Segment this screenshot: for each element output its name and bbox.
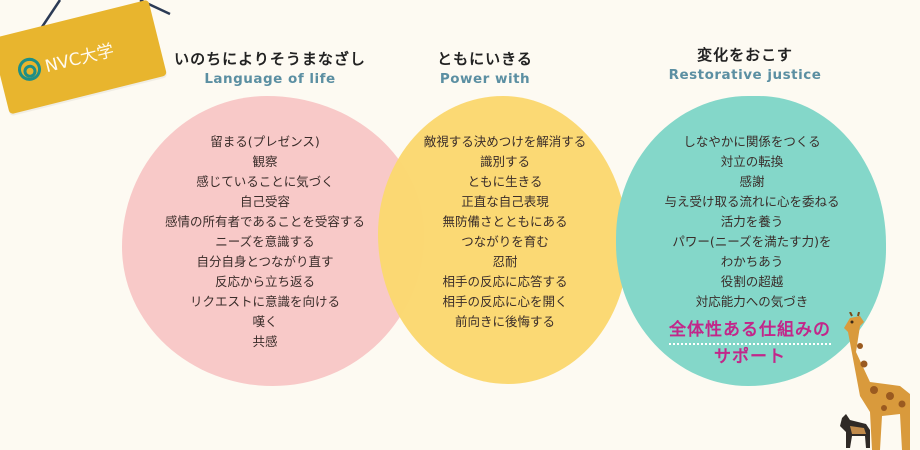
list-item: 役割の超越: [720, 274, 784, 289]
column-title: ともにいきる: [437, 50, 533, 68]
list-item: 共感: [252, 334, 278, 349]
list-item: ニーズを意識する: [215, 234, 315, 249]
logo-text: NVC大学: [43, 40, 117, 78]
list-item: パワー(ニーズを満たす力)を: [672, 234, 832, 249]
list-item: 忍耐: [492, 254, 518, 269]
column-list-3: しなやかに関係をつくる 対立の転換 感謝 与え受け取る流れに心を委ねる 活力を養…: [636, 132, 868, 312]
list-item: 観察: [252, 154, 278, 169]
list-item: 前向きに後悔する: [454, 314, 555, 329]
column-subtitle: Power with: [439, 71, 531, 87]
list-item: 与え受け取る流れに心を委ねる: [664, 194, 840, 209]
list-item: 自己受容: [239, 194, 290, 209]
list-item: 正直な自己表現: [461, 194, 549, 209]
pink-circle: [122, 96, 424, 386]
logo-sign: NVC大学: [0, 0, 168, 115]
list-item: 反応から立ち返る: [214, 274, 315, 289]
list-item: 活力を養う: [720, 214, 784, 229]
column-subtitle: Restorative justice: [668, 67, 822, 83]
list-item: しなやかに関係をつくる: [683, 134, 821, 149]
column-heading-2: ともにいきる Power with: [410, 48, 560, 87]
list-item: リクエストに意識を向ける: [189, 294, 340, 309]
column-list-2: 敵視する決めつけを解消する 識別する ともに生きる 正直な自己表現 無防備さとと…: [400, 132, 610, 332]
column-heading-3: 変化をおこす Restorative justice: [650, 44, 840, 83]
column-title: いのちによりそうまなざし: [174, 50, 366, 68]
giraffe-icon: [844, 312, 910, 450]
list-item: 識別する: [479, 154, 530, 169]
list-item: 自分自身とつながり直す: [196, 254, 334, 269]
list-item: ともに生きる: [467, 174, 543, 189]
list-item: 相手の反応に応答する: [442, 274, 568, 289]
list-item: 感情の所有者であることを受容する: [165, 214, 365, 229]
highlight-line: サポート: [714, 347, 786, 367]
list-item: つながりを育む: [461, 234, 549, 249]
teal-circle: [616, 96, 886, 386]
list-item: わかちあう: [720, 254, 784, 269]
column-list-1: 留まる(プレゼンス) 観察 感じていることに気づく 自己受容 感情の所有者である…: [130, 132, 400, 352]
list-item: 嘆く: [252, 314, 278, 329]
dog-icon: [840, 414, 870, 448]
nvc-logo-icon: [17, 57, 41, 81]
list-item: 敵視する決めつけを解消する: [423, 134, 587, 149]
column-subtitle: Language of life: [204, 71, 336, 87]
column-heading-1: いのちによりそうまなざし Language of life: [160, 48, 380, 87]
list-item: 相手の反応に心を開く: [442, 294, 568, 309]
list-item: 対応能力への気づき: [695, 294, 809, 309]
highlight-callout: 全体性ある仕組みの サポート: [640, 318, 860, 369]
yellow-circle: [378, 96, 628, 384]
list-item: 感じていることに気づく: [196, 174, 334, 189]
list-item: 対立の転換: [720, 154, 784, 169]
list-item: 無防備さとともにある: [442, 214, 568, 229]
highlight-line: 全体性ある仕組みの: [669, 318, 831, 345]
column-title: 変化をおこす: [697, 46, 793, 64]
list-item: 感謝: [739, 174, 765, 189]
list-item: 留まる(プレゼンス): [210, 134, 320, 149]
logo[interactable]: NVC大学: [15, 36, 116, 84]
